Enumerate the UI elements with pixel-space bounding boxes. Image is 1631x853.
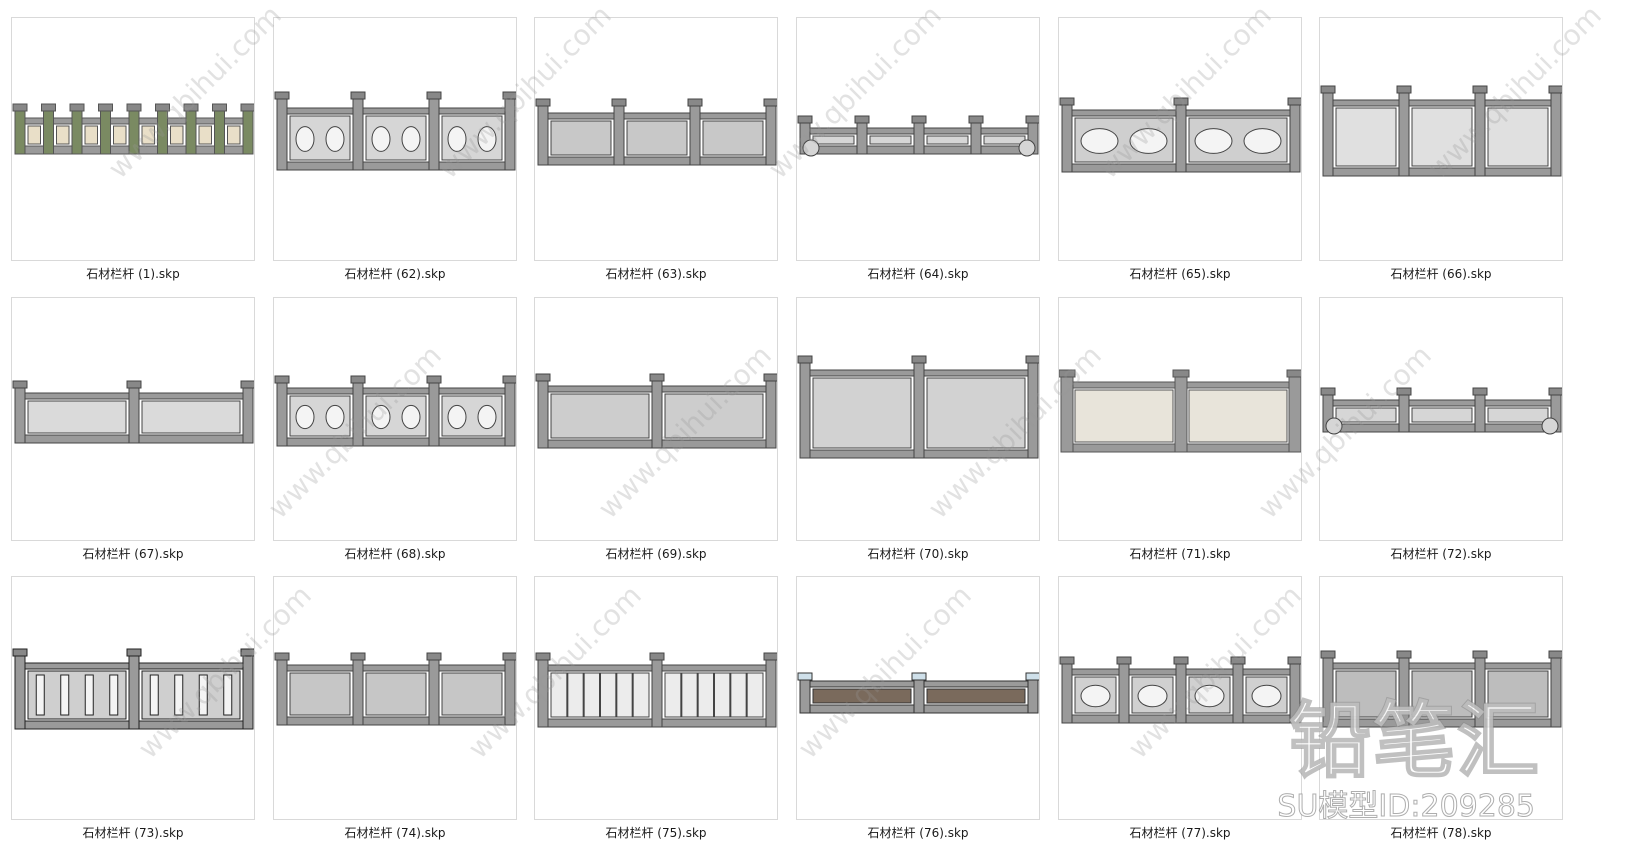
railing-preview-image [274,375,516,447]
file-thumbnail[interactable] [11,17,255,261]
file-tile[interactable]: 石材栏杆 (71).skp [1058,297,1304,561]
railing-preview-image [1059,97,1301,173]
file-name-label[interactable]: 石材栏杆 (69).skp [605,547,707,561]
file-thumbnail[interactable] [273,17,517,261]
file-thumbnail[interactable] [11,297,255,541]
file-name-label[interactable]: 石材栏杆 (62).skp [344,267,446,281]
railing-preview-image [12,380,254,444]
file-tile[interactable]: 石材栏杆 (75).skp [534,576,780,840]
file-thumbnail[interactable] [11,576,255,820]
watermark-brand: 铅笔汇 [1288,693,1541,790]
file-name-label[interactable]: 石材栏杆 (1).skp [86,267,180,281]
file-name-label[interactable]: 石材栏杆 (64).skp [867,267,969,281]
file-thumbnail[interactable] [534,297,778,541]
file-thumbnail[interactable] [534,17,778,261]
file-thumbnail[interactable] [1319,297,1563,541]
file-tile[interactable]: 石材栏杆 (77).skp [1058,576,1304,840]
railing-preview-image [535,652,777,728]
file-tile[interactable]: 石材栏杆 (66).skp [1319,17,1565,281]
railing-preview-image [797,115,1039,157]
file-tile[interactable]: 石材栏杆 (68).skp [273,297,519,561]
file-name-label[interactable]: 石材栏杆 (65).skp [1129,267,1231,281]
file-thumbnail[interactable] [273,297,517,541]
file-tile[interactable]: 石材栏杆 (73).skp [11,576,257,840]
file-name-label[interactable]: 石材栏杆 (77).skp [1129,826,1231,840]
file-thumbnail[interactable] [1319,17,1563,261]
railing-preview-image [1059,656,1301,724]
file-name-label[interactable]: 石材栏杆 (72).skp [1390,547,1492,561]
file-tile[interactable]: 石材栏杆 (1).skp [11,17,257,281]
railing-preview-image [274,652,516,726]
railing-preview-image [797,672,1039,714]
railing-preview-image [1059,369,1301,453]
railing-preview-image [1320,650,1562,728]
file-name-label[interactable]: 石材栏杆 (63).skp [605,267,707,281]
railing-preview-image [535,98,777,166]
file-thumbnail[interactable] [796,17,1040,261]
railing-preview-image [1320,387,1562,435]
file-tile[interactable]: 石材栏杆 (67).skp [11,297,257,561]
file-thumbnail[interactable] [1058,17,1302,261]
file-name-label[interactable]: 石材栏杆 (68).skp [344,547,446,561]
file-tile[interactable]: 石材栏杆 (62).skp [273,17,519,281]
railing-preview-image [274,91,516,171]
file-name-label[interactable]: 石材栏杆 (73).skp [82,826,184,840]
file-name-label[interactable]: 石材栏杆 (76).skp [867,826,969,840]
file-thumbnail[interactable] [796,297,1040,541]
file-tile[interactable]: 石材栏杆 (72).skp [1319,297,1565,561]
file-thumbnail[interactable] [273,576,517,820]
file-tile[interactable]: 石材栏杆 (70).skp [796,297,1042,561]
file-thumbnail[interactable] [534,576,778,820]
file-tile[interactable]: 石材栏杆 (74).skp [273,576,519,840]
watermark-model-id: SU模型ID:209285 [1277,789,1536,825]
file-thumbnail[interactable] [1058,576,1302,820]
file-name-label[interactable]: 石材栏杆 (74).skp [344,826,446,840]
file-tile[interactable]: 石材栏杆 (69).skp [534,297,780,561]
file-name-label[interactable]: 石材栏杆 (78).skp [1390,826,1492,840]
file-thumbnail[interactable] [1058,297,1302,541]
file-name-label[interactable]: 石材栏杆 (71).skp [1129,547,1231,561]
file-name-label[interactable]: 石材栏杆 (67).skp [82,547,184,561]
file-tile[interactable]: 石材栏杆 (63).skp [534,17,780,281]
file-tile[interactable]: 石材栏杆 (78).skp [1319,576,1565,840]
railing-preview-image [12,648,254,730]
file-name-label[interactable]: 石材栏杆 (66).skp [1390,267,1492,281]
railing-preview-image [797,355,1039,459]
file-thumbnail[interactable] [796,576,1040,820]
railing-preview-image [12,103,254,155]
file-name-label[interactable]: 石材栏杆 (75).skp [605,826,707,840]
file-tile[interactable]: 石材栏杆 (65).skp [1058,17,1304,281]
railing-preview-image [1320,85,1562,177]
file-tile[interactable]: 石材栏杆 (64).skp [796,17,1042,281]
railing-preview-image [535,373,777,449]
file-name-label[interactable]: 石材栏杆 (70).skp [867,547,969,561]
file-thumbnail[interactable] [1319,576,1563,820]
file-tile[interactable]: 石材栏杆 (76).skp [796,576,1042,840]
